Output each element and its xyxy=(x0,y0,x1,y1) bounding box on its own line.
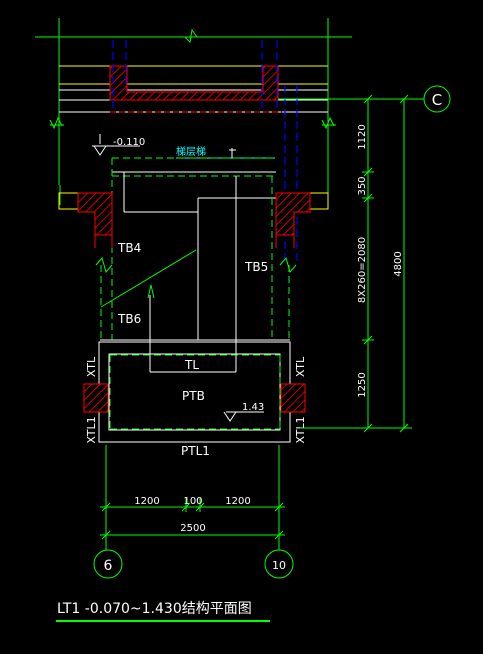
dim-right-total: 4800 xyxy=(393,251,404,276)
right-dimension-chain xyxy=(300,94,412,433)
elevation-marker-top: -0.110 xyxy=(92,134,145,156)
label-xtl1-left: XTL1 xyxy=(85,416,98,443)
axis-6-label: 6 xyxy=(104,558,113,574)
axis-10-label: 10 xyxy=(272,559,286,572)
landing-left-column xyxy=(83,383,109,413)
dim-right-steps: 8X260=2080 xyxy=(357,237,368,303)
label-xtl-left: XTL xyxy=(85,356,98,377)
axis-6: 6 xyxy=(93,549,123,579)
landing-elevation: 1.43 xyxy=(242,402,264,413)
top-frame xyxy=(35,18,352,185)
axis-10: 10 xyxy=(264,549,294,579)
label-xtl1-right: XTL1 xyxy=(294,416,307,443)
drawing-title: LT1 -0.070~1.430结构平面图 xyxy=(57,601,252,617)
label-tb4: TB4 xyxy=(117,241,141,255)
dim-bottom-1200-left: 1200 xyxy=(134,496,159,507)
top-elevation: -0.110 xyxy=(113,137,145,148)
mid-left-column xyxy=(58,192,113,248)
label-tb6: TB6 xyxy=(117,312,141,326)
blue-dashed-lines xyxy=(112,40,298,265)
label-tb5: TB5 xyxy=(244,260,268,274)
axis-c-label: C xyxy=(432,91,442,109)
stair-label: 梯层梯 xyxy=(176,145,206,158)
label-xtl-right: XTL xyxy=(294,356,307,377)
bottom-dimension-chain xyxy=(100,445,285,550)
dim-right-350: 350 xyxy=(357,176,368,195)
stair-outline xyxy=(100,157,290,373)
dim-bottom-100: 100 xyxy=(183,496,202,507)
dim-right-1250: 1250 xyxy=(357,372,368,397)
top-channel-section xyxy=(109,65,279,101)
label-tl: TL xyxy=(184,358,199,372)
landing-elevation-marker: 1.43 xyxy=(223,402,264,422)
stair-direction xyxy=(100,249,197,308)
stair-level-label: 梯层梯 xyxy=(176,145,275,159)
label-ptl1: PTL1 xyxy=(181,444,210,458)
dim-right-1120: 1120 xyxy=(357,124,368,149)
mid-right-column xyxy=(275,192,329,248)
dim-bottom-1200-right: 1200 xyxy=(225,496,250,507)
dim-bottom-total: 2500 xyxy=(180,523,205,534)
top-wall-band xyxy=(59,65,328,113)
landing-right-column xyxy=(280,383,306,413)
label-ptb: PTB xyxy=(182,389,205,403)
